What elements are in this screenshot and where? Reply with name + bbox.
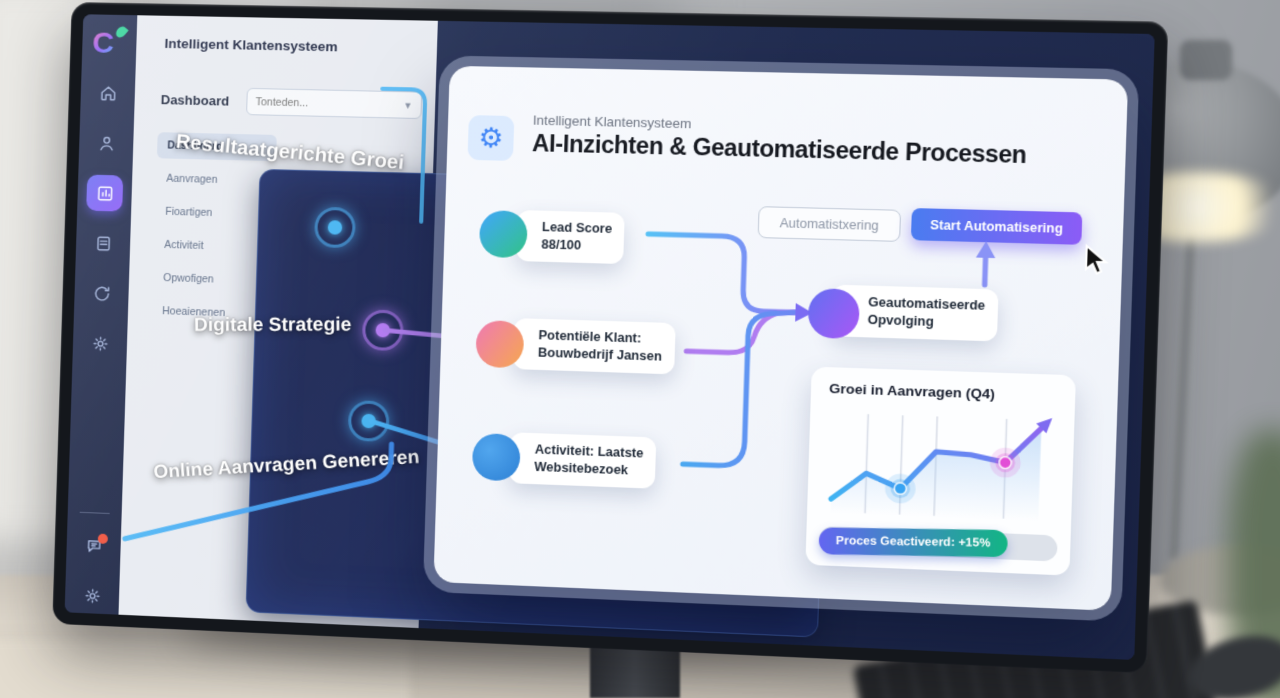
growth-chart-card: Groei in Aanvragen (Q4)	[805, 366, 1076, 576]
desk-surface-front	[0, 640, 410, 698]
desk-lamp-arm	[1169, 229, 1196, 561]
screen: C Intelligent Klantensysteem Dashboard ▼…	[64, 14, 1155, 661]
ai-insights-card: ⚙ Intelligent Klantensysteem AI-Inzichte…	[433, 65, 1129, 611]
chat-icon[interactable]	[75, 527, 112, 565]
home-icon[interactable]	[89, 74, 126, 111]
screen-glare	[64, 14, 1155, 661]
desk-lamp-base	[1160, 545, 1280, 615]
user-icon[interactable]	[88, 125, 125, 162]
desk-lamp-cap	[1180, 40, 1232, 80]
monitor-bezel: C Intelligent Klantensysteem Dashboard ▼…	[52, 2, 1169, 674]
mouse	[1182, 626, 1280, 698]
growth-line-chart	[820, 406, 1058, 523]
plant	[1228, 430, 1280, 698]
